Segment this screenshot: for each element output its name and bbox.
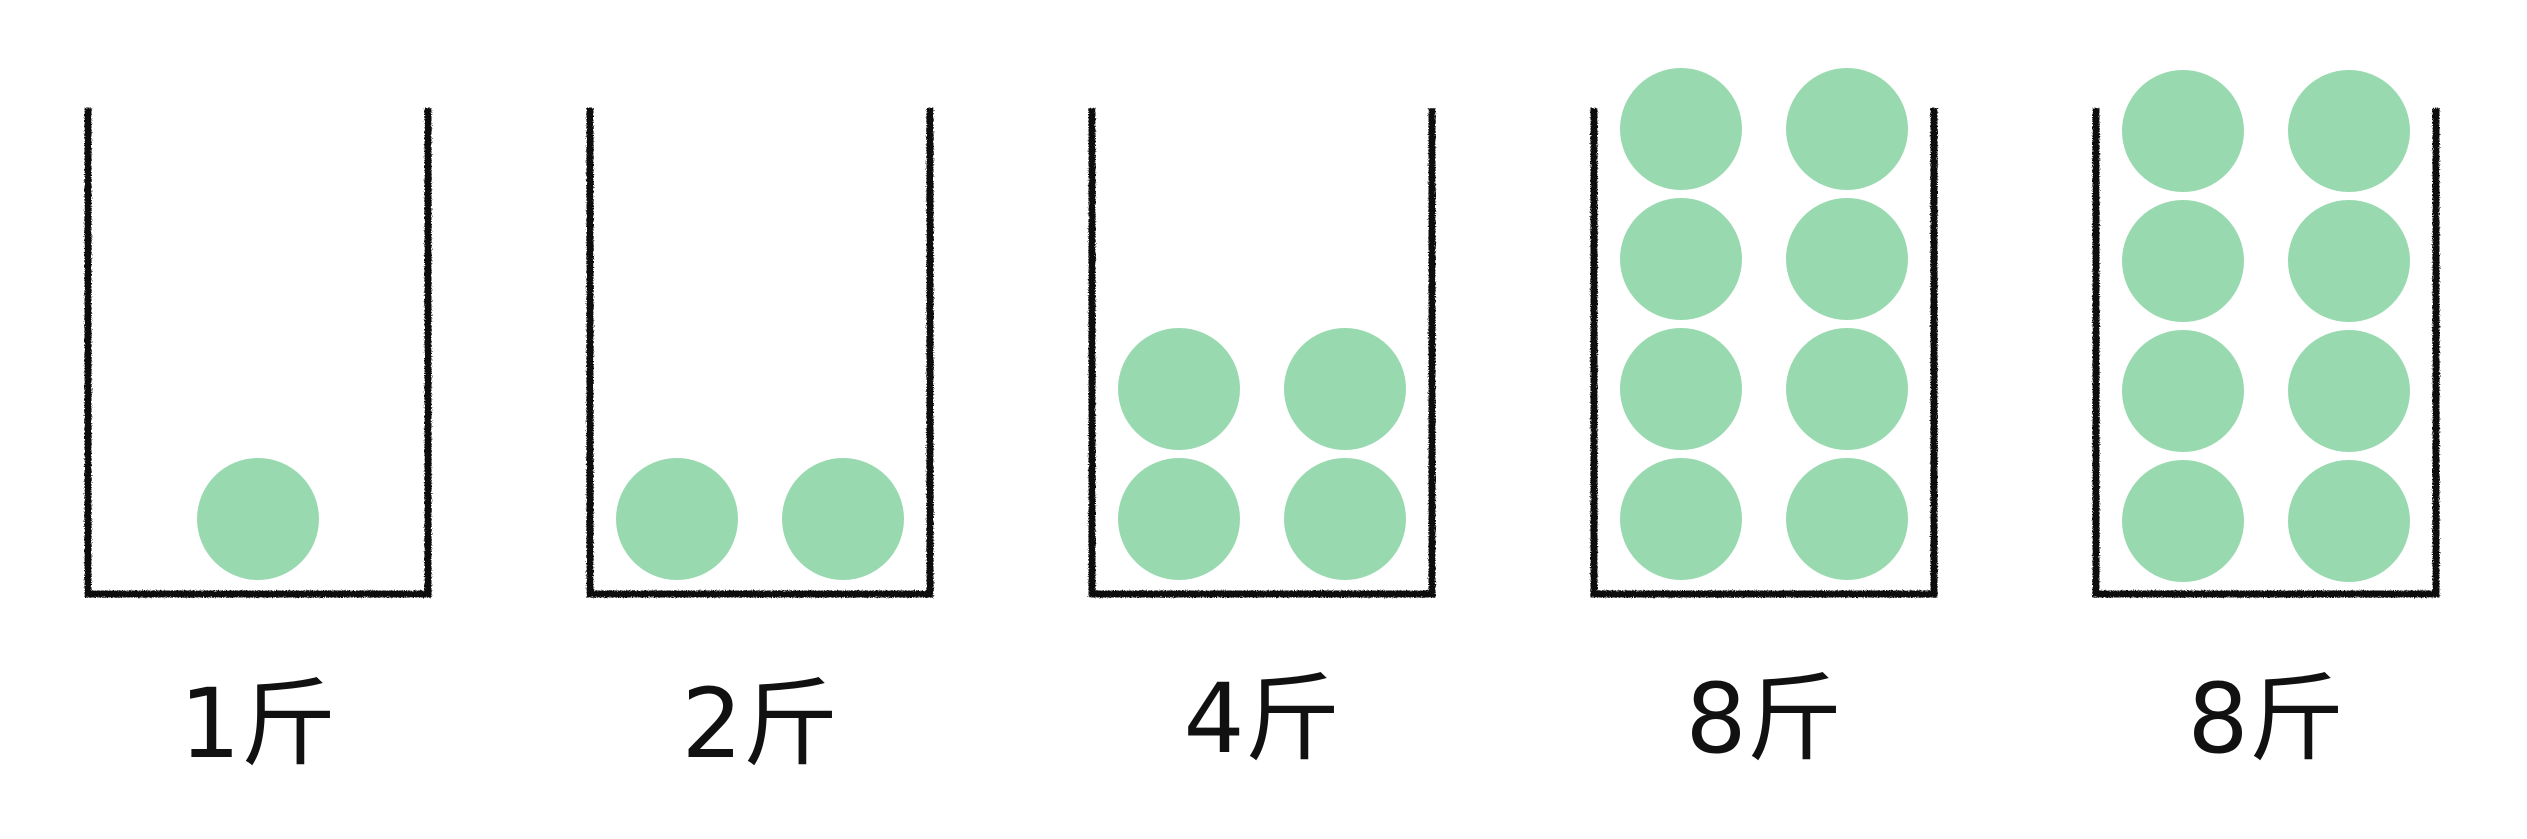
container-2: 2斤	[586, 108, 934, 780]
balls-group	[2122, 70, 2410, 582]
container-4: 8斤	[1590, 68, 1938, 775]
ball	[2122, 460, 2244, 582]
balls-group	[616, 458, 904, 580]
container-label: 1斤	[179, 668, 336, 780]
container-outline	[586, 108, 934, 598]
container-outline	[84, 108, 432, 598]
ball	[2122, 200, 2244, 322]
ball	[197, 458, 319, 580]
ball	[1118, 328, 1240, 450]
container-5: 8斤	[2092, 70, 2440, 775]
balls-group	[1118, 328, 1406, 580]
container-label: 8斤	[1685, 663, 1842, 775]
ball	[782, 458, 904, 580]
ball	[1284, 458, 1406, 580]
ball	[2288, 460, 2410, 582]
ball	[616, 458, 738, 580]
ball	[1786, 68, 1908, 190]
container-outline	[1088, 108, 1436, 598]
ball	[1620, 458, 1742, 580]
ball	[1786, 328, 1908, 450]
ball	[2288, 330, 2410, 452]
container-1: 1斤	[84, 108, 432, 780]
ball	[2288, 200, 2410, 322]
container-3: 4斤	[1088, 108, 1436, 775]
ball	[1786, 198, 1908, 320]
balls-group	[1620, 68, 1908, 580]
ball	[2122, 330, 2244, 452]
container-outline	[1590, 108, 1938, 598]
container-label: 8斤	[2187, 663, 2344, 775]
ball	[1118, 458, 1240, 580]
ball	[1786, 458, 1908, 580]
container-label: 2斤	[681, 668, 838, 780]
balls-group	[197, 458, 319, 580]
ball	[1620, 68, 1742, 190]
ball	[2122, 70, 2244, 192]
container-outline	[2092, 108, 2440, 598]
ball	[2288, 70, 2410, 192]
ball	[1620, 328, 1742, 450]
container-label: 4斤	[1183, 663, 1340, 775]
ball	[1620, 198, 1742, 320]
ball	[1284, 328, 1406, 450]
